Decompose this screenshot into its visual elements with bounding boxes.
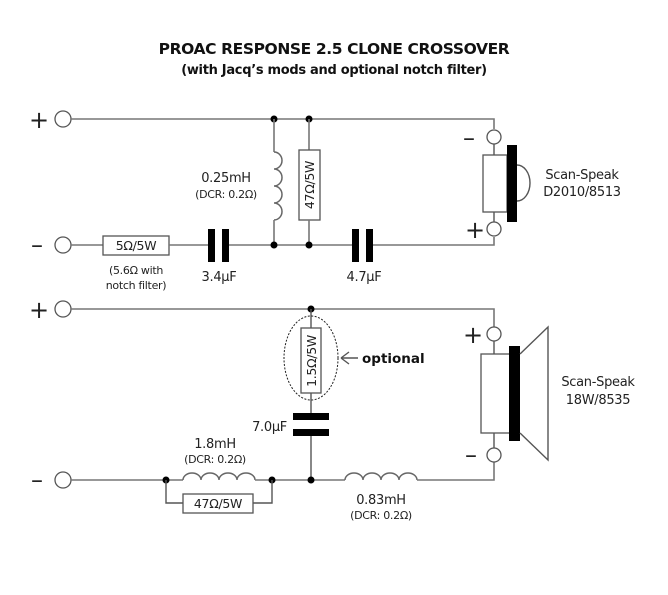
- tweeter-capacitor-2: [352, 229, 373, 262]
- woofer-faceplate: [509, 346, 520, 441]
- tweeter-faceplate: [507, 145, 517, 222]
- tweeter-series-resistor-note-2: notch filter): [106, 279, 167, 292]
- woofer-series-inductor-1: [182, 472, 256, 481]
- woofer-driver: + –: [463, 321, 549, 469]
- capacitor-plate: [293, 429, 329, 436]
- woofer-series-inductor-2-label: 0.83mH: [356, 493, 406, 508]
- parallel-resistor-lead-right: [253, 480, 273, 504]
- optional-annotation: optional: [362, 351, 425, 367]
- capacitor-plate: [208, 229, 215, 262]
- tweeter-negative-wire-d: [373, 237, 495, 246]
- woofer-positive-sign: +: [29, 296, 49, 324]
- woofer-series-inductor-1-dcr: (DCR: 0.2Ω): [184, 453, 246, 466]
- woofer-negative-wire-c: [417, 462, 495, 481]
- woofer-series-inductor-1-label: 1.8mH: [194, 437, 236, 452]
- tweeter-driver-model: D2010/8513: [543, 185, 621, 200]
- woofer-negative-sign: –: [31, 466, 43, 494]
- junction-dot: [305, 241, 313, 249]
- woofer-driver-top-terminal: [486, 326, 502, 342]
- tweeter-positive-wire: [71, 118, 495, 129]
- tweeter-capacitor-1-label: 3.4µF: [202, 270, 237, 285]
- notch-resistor-label: 1.5Ω/5W: [304, 335, 319, 387]
- tweeter-dome: [516, 164, 531, 202]
- tweeter-positive-input-terminal: [54, 110, 72, 128]
- parallel-resistor-lead-left: [165, 480, 183, 504]
- woofer-cone: [519, 325, 549, 462]
- tweeter-capacitor-1: [208, 229, 229, 262]
- tweeter-magnet: [482, 154, 508, 213]
- capacitor-plate: [352, 229, 359, 262]
- woofer-magnet: [480, 353, 511, 434]
- tweeter-driver-top-terminal-sign: –: [463, 124, 475, 152]
- capacitor-plate: [293, 413, 329, 420]
- tweeter-driver-bottom-terminal: [486, 221, 502, 237]
- woofer-driver-bottom-terminal: [486, 447, 502, 463]
- tweeter-driver-bottom-terminal-sign: +: [465, 216, 485, 244]
- woofer-parallel-resistor-label: 47Ω/5W: [194, 496, 242, 511]
- woofer-driver-bottom-terminal-sign: –: [465, 441, 477, 469]
- woofer-positive-wire: [71, 308, 495, 327]
- tweeter-driver: – +: [463, 124, 531, 244]
- tweeter-capacitor-2-label: 4.7µF: [347, 270, 382, 285]
- tweeter-section: + – 5Ω/5W (5.6Ω with notch filter) 3.4µF…: [29, 106, 621, 292]
- tweeter-series-resistor-label: 5Ω/5W: [116, 238, 157, 253]
- woofer-series-inductor-2-dcr: (DCR: 0.2Ω): [350, 509, 412, 522]
- tweeter-positive-sign: +: [29, 106, 49, 134]
- woofer-series-inductor-2: [344, 472, 418, 481]
- woofer-driver-brand: Scan-Speak: [561, 375, 635, 390]
- tweeter-series-resistor-note-1: (5.6Ω with: [109, 264, 163, 277]
- tweeter-shunt-inductor-label: 0.25mH: [201, 171, 251, 186]
- woofer-driver-top-terminal-sign: +: [463, 321, 483, 349]
- tweeter-driver-top-terminal: [486, 129, 502, 145]
- tweeter-shunt-resistor-label: 47Ω/5W: [302, 161, 317, 209]
- tweeter-shunt-inductor-dcr: (DCR: 0.2Ω): [195, 188, 257, 201]
- notch-capacitor-label: 7.0µF: [252, 420, 287, 435]
- tweeter-negative-sign: –: [31, 231, 43, 259]
- woofer-driver-model: 18W/8535: [566, 393, 630, 408]
- capacitor-plate: [366, 229, 373, 262]
- junction-dot: [307, 476, 315, 484]
- woofer-positive-input-terminal: [54, 300, 72, 318]
- capacitor-plate: [222, 229, 229, 262]
- tweeter-driver-brand: Scan-Speak: [545, 168, 619, 183]
- optional-arrow-icon: [340, 351, 358, 365]
- tweeter-negative-input-terminal: [54, 236, 72, 254]
- woofer-section: + – 1.5Ω/5W optional 7.0µF 1.8mH (DCR: 0…: [29, 296, 636, 522]
- diagram-subtitle: (with Jacq’s mods and optional notch fil…: [181, 63, 487, 78]
- junction-dot: [270, 241, 278, 249]
- diagram-title: PROAC RESPONSE 2.5 CLONE CROSSOVER: [159, 40, 510, 58]
- tweeter-shunt-inductor: [273, 151, 283, 221]
- optional-highlight-ellipse: [283, 315, 339, 401]
- notch-capacitor: [293, 413, 329, 436]
